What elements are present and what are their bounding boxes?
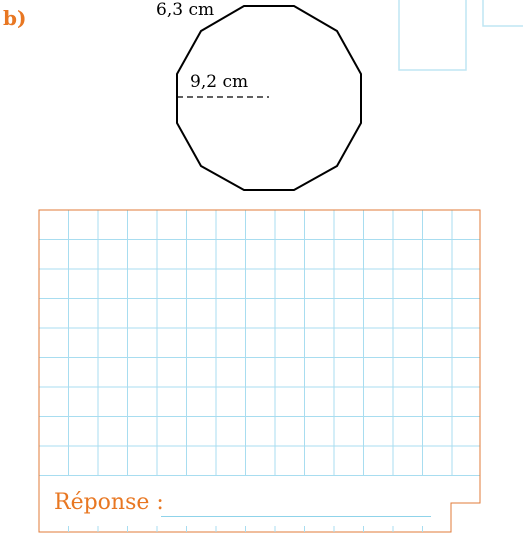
exercise-label: b) xyxy=(3,6,27,30)
decorative-box xyxy=(398,0,467,71)
decorative-box xyxy=(482,0,523,27)
answer-region-background xyxy=(39,476,451,532)
regular-polygon-dodecagon xyxy=(176,5,362,191)
apothem-length-label: 9,2 cm xyxy=(190,72,249,92)
side-length-label: 6,3 cm xyxy=(156,0,215,20)
grid-lines xyxy=(39,210,480,476)
grid-frame xyxy=(38,209,481,533)
grid-ticks xyxy=(68,526,423,532)
answer-input-line[interactable] xyxy=(161,516,431,517)
answer-label: Réponse : xyxy=(54,490,164,515)
